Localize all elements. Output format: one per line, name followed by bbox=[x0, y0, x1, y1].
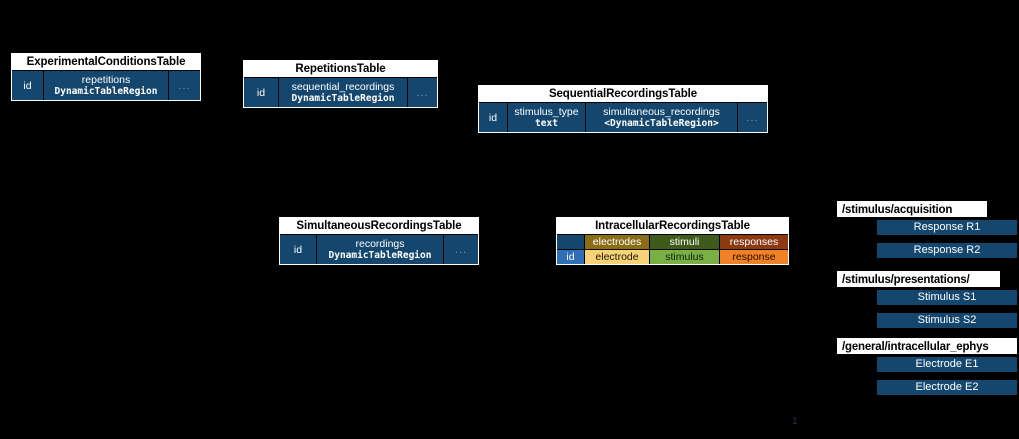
table-columns-row: id electrode stimulus response bbox=[557, 249, 788, 264]
group-item-electrode-e1: Electrode E1 bbox=[877, 357, 1017, 372]
table-columns-row: id stimulus_type text simultaneous_recor… bbox=[479, 102, 767, 132]
column-ellipsis: ... bbox=[169, 70, 200, 100]
group-path-label: /stimulus/acquisition bbox=[837, 201, 987, 217]
group-item-stimulus-s2: Stimulus S2 bbox=[877, 313, 1017, 328]
table-title: SimultaneousRecordingsTable bbox=[280, 218, 478, 234]
group-path-label: /stimulus/presentations/ bbox=[837, 271, 1000, 287]
column-stimulus-type: stimulus_type text bbox=[508, 102, 586, 132]
column-recordings: recordings DynamicTableRegion bbox=[317, 234, 444, 264]
table-columns-row: id sequential_recordings DynamicTableReg… bbox=[244, 77, 437, 107]
table-title: SequentialRecordingsTable bbox=[479, 86, 767, 102]
column-id: id bbox=[244, 77, 279, 107]
group-stimulus-presentations: /stimulus/presentations/ Stimulus S1 Sti… bbox=[837, 271, 1017, 328]
category-header-stimuli: stimuli bbox=[650, 234, 720, 249]
group-item-stimulus-s1: Stimulus S1 bbox=[877, 290, 1017, 305]
table-columns-row: id recordings DynamicTableRegion ... bbox=[280, 234, 478, 264]
category-header-blank bbox=[557, 234, 585, 249]
group-path-label: /general/intracellular_ephys bbox=[837, 338, 1017, 354]
column-stimulus: stimulus bbox=[650, 249, 720, 264]
page-number: 1 bbox=[792, 416, 798, 427]
column-repetitions: repetitions DynamicTableRegion bbox=[44, 70, 169, 100]
table-experimental-conditions: ExperimentalConditionsTable id repetitio… bbox=[11, 53, 201, 101]
table-sequential-recordings: SequentialRecordingsTable id stimulus_ty… bbox=[478, 85, 768, 133]
column-id: id bbox=[280, 234, 317, 264]
column-electrode: electrode bbox=[585, 249, 650, 264]
group-item-electrode-e2: Electrode E2 bbox=[877, 380, 1017, 395]
group-stimulus-acquisition: /stimulus/acquisition Response R1 Respon… bbox=[837, 201, 1017, 258]
column-response: response bbox=[720, 249, 788, 264]
table-simultaneous-recordings: SimultaneousRecordingsTable id recording… bbox=[279, 217, 479, 265]
table-title: RepetitionsTable bbox=[244, 61, 437, 77]
group-general-intracellular-ephys: /general/intracellular_ephys Electrode E… bbox=[837, 338, 1017, 395]
table-category-headers-row: electrodes stimuli responses bbox=[557, 234, 788, 249]
table-title: ExperimentalConditionsTable bbox=[12, 54, 200, 70]
category-header-responses: responses bbox=[720, 234, 788, 249]
category-header-electrodes: electrodes bbox=[585, 234, 650, 249]
column-ellipsis: ... bbox=[444, 234, 478, 264]
column-id: id bbox=[557, 249, 585, 264]
group-item-response-r1: Response R1 bbox=[877, 220, 1017, 235]
table-repetitions: RepetitionsTable id sequential_recording… bbox=[243, 60, 438, 108]
group-item-response-r2: Response R2 bbox=[877, 243, 1017, 258]
column-id: id bbox=[479, 102, 508, 132]
column-simultaneous-recordings: simultaneous_recordings <DynamicTableReg… bbox=[586, 102, 738, 132]
column-ellipsis: ... bbox=[408, 77, 437, 107]
table-intracellular-recordings: IntracellularRecordingsTable electrodes … bbox=[556, 217, 789, 265]
table-columns-row: id repetitions DynamicTableRegion ... bbox=[12, 70, 200, 100]
column-sequential-recordings: sequential_recordings DynamicTableRegion bbox=[279, 77, 408, 107]
table-title: IntracellularRecordingsTable bbox=[557, 218, 788, 234]
column-id: id bbox=[12, 70, 44, 100]
column-ellipsis: ... bbox=[738, 102, 767, 132]
